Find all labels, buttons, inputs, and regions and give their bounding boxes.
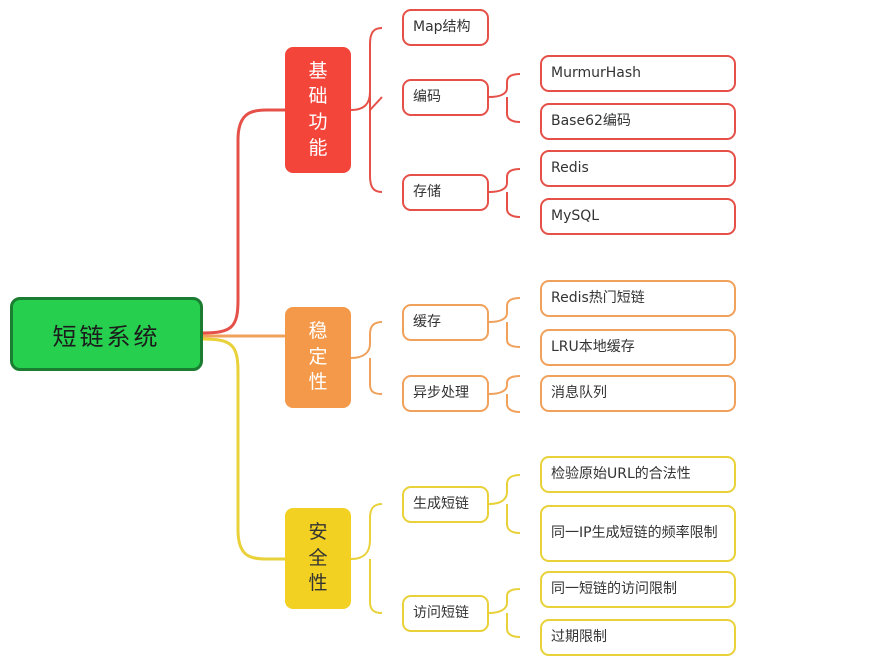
- leaf-expiry-limit[interactable]: 过期限制: [540, 619, 736, 656]
- node-generate-link[interactable]: 生成短链: [402, 486, 489, 523]
- leaf-redis-label: Redis: [551, 160, 589, 177]
- leaf-message-queue-label: 消息队列: [551, 385, 607, 402]
- node-storage-label: 存储: [413, 184, 441, 201]
- leaf-ip-rate-limit-label: 同一IP生成短链的频率限制: [551, 525, 718, 542]
- node-async-label: 异步处理: [413, 385, 469, 402]
- security-brace: [350, 503, 383, 614]
- category-security[interactable]: 安全性: [285, 508, 351, 609]
- storage-brace: [488, 168, 521, 218]
- generate-brace: [488, 474, 521, 534]
- root-to-security-line: [202, 337, 285, 561]
- node-visit-link-label: 访问短链: [413, 605, 469, 622]
- node-generate-link-label: 生成短链: [413, 496, 469, 513]
- leaf-message-queue[interactable]: 消息队列: [540, 375, 736, 412]
- node-map-structure-label: Map结构: [413, 19, 471, 36]
- leaf-visit-limit-label: 同一短链的访问限制: [551, 581, 677, 598]
- basic-brace: [350, 27, 383, 193]
- category-basic-functions-label: 基础功能: [308, 59, 328, 159]
- node-encoding-label: 编码: [413, 89, 441, 106]
- leaf-base62[interactable]: Base62编码: [540, 103, 736, 140]
- leaf-validate-url-label: 检验原始URL的合法性: [551, 466, 691, 483]
- leaf-ip-rate-limit[interactable]: 同一IP生成短链的频率限制: [540, 505, 736, 562]
- leaf-lru-local-cache[interactable]: LRU本地缓存: [540, 329, 736, 366]
- leaf-mysql[interactable]: MySQL: [540, 198, 736, 235]
- leaf-mysql-label: MySQL: [551, 208, 600, 225]
- category-security-label: 安全性: [308, 521, 328, 595]
- encode-brace: [488, 73, 521, 123]
- visit-brace: [488, 588, 521, 638]
- root-label: 短链系统: [52, 322, 161, 351]
- node-encoding[interactable]: 编码: [402, 79, 489, 116]
- leaf-redis[interactable]: Redis: [540, 150, 736, 187]
- node-storage[interactable]: 存储: [402, 174, 489, 211]
- leaf-validate-url[interactable]: 检验原始URL的合法性: [540, 456, 736, 493]
- root-node[interactable]: 短链系统: [10, 297, 203, 371]
- leaf-expiry-limit-label: 过期限制: [551, 629, 607, 646]
- leaf-lru-local-cache-label: LRU本地缓存: [551, 339, 635, 356]
- category-stability[interactable]: 稳定性: [285, 307, 351, 408]
- node-cache[interactable]: 缓存: [402, 304, 489, 341]
- leaf-redis-hot-links-label: Redis热门短链: [551, 290, 645, 307]
- leaf-murmurhash[interactable]: MurmurHash: [540, 55, 736, 92]
- stability-brace: [350, 321, 383, 395]
- leaf-visit-limit[interactable]: 同一短链的访问限制: [540, 571, 736, 608]
- node-cache-label: 缓存: [413, 314, 441, 331]
- leaf-murmurhash-label: MurmurHash: [551, 65, 642, 82]
- cache-brace: [488, 297, 521, 348]
- node-visit-link[interactable]: 访问短链: [402, 595, 489, 632]
- root-to-basic-line: [202, 108, 285, 335]
- node-map-structure[interactable]: Map结构: [402, 9, 489, 46]
- category-stability-label: 稳定性: [308, 320, 328, 394]
- leaf-base62-label: Base62编码: [551, 113, 631, 130]
- category-basic-functions[interactable]: 基础功能: [285, 47, 351, 173]
- async-brace: [488, 375, 521, 413]
- leaf-redis-hot-links[interactable]: Redis热门短链: [540, 280, 736, 317]
- node-async[interactable]: 异步处理: [402, 375, 489, 412]
